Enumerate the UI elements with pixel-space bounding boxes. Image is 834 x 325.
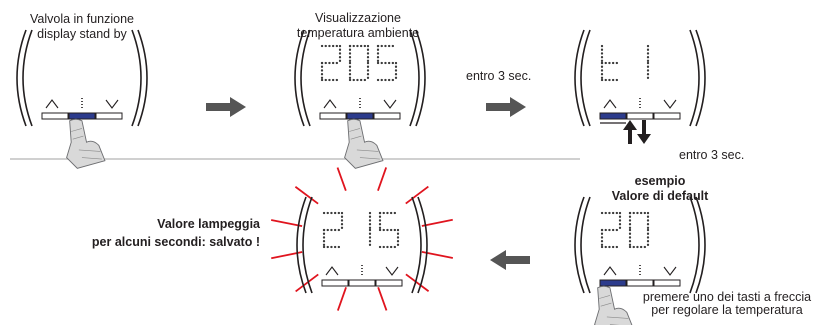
valve-unit-step2 — [294, 29, 426, 169]
caption-step1-line2: display stand by — [37, 27, 127, 41]
housing-left-2 — [580, 29, 591, 127]
up-key — [41, 112, 69, 120]
caption-step5-line1: Valore lampeggia — [157, 217, 260, 231]
arrow-up — [623, 120, 637, 144]
valve-unit-step4 — [574, 196, 706, 325]
menu-key — [626, 112, 654, 120]
housing-right-1 — [695, 29, 706, 127]
caption-step5: Valore lampeggia per alcuni secondi: sal… — [60, 215, 260, 251]
flash-ray-icon — [294, 186, 319, 205]
caption-step2-line1: Visualizzazione — [315, 11, 401, 25]
instruction-line2: per regolare la temperatura — [651, 303, 803, 317]
flash-ray-icon — [336, 167, 347, 192]
menu-key — [346, 112, 374, 120]
housing-right-2 — [411, 196, 422, 294]
housing-left-2 — [302, 196, 313, 294]
display-digit-2 — [348, 44, 370, 82]
flash-ray-icon — [336, 287, 347, 311]
display-digit-1 — [320, 44, 342, 82]
caption-step5-line2: per alcuni secondi: salvato ! — [91, 235, 260, 249]
arrow-label-step2-step3: entro 3 sec. — [466, 69, 532, 83]
housing-right-2 — [689, 29, 700, 127]
housing-left-1 — [574, 29, 585, 127]
down-key — [653, 279, 681, 287]
up-key — [599, 279, 627, 287]
housing-right-1 — [137, 29, 148, 127]
display-digit-1 — [322, 211, 344, 249]
finger-press-icon — [344, 118, 384, 169]
up-key — [599, 112, 627, 120]
segment-display — [600, 44, 650, 82]
flash-ray-icon — [377, 167, 388, 191]
flow-arrow-icon — [490, 250, 530, 270]
up-key — [319, 112, 347, 120]
flow-arrow-icon — [206, 97, 246, 117]
display-digit-3 — [378, 211, 400, 249]
housing-right-2 — [131, 29, 142, 127]
flow-arrow-icon — [486, 97, 526, 117]
arrow-label-step3-step4: entro 3 sec. — [679, 148, 745, 162]
housing-right-1 — [417, 196, 428, 294]
housing-right-1 — [415, 29, 426, 127]
segment-display — [600, 211, 650, 249]
housing-right-1 — [695, 196, 706, 294]
housing-left-1 — [294, 29, 305, 127]
menu-key — [348, 279, 376, 287]
up-arrow-key-icon — [603, 99, 617, 109]
down-arrow-key-icon — [663, 266, 677, 276]
finger-press-icon — [66, 118, 106, 169]
valve-unit-step1 — [16, 29, 148, 169]
housing-right-2 — [409, 29, 420, 127]
up-arrow-key-icon — [323, 99, 337, 109]
up-key — [321, 279, 349, 287]
caption-step4-line1: esempio — [634, 174, 686, 188]
housing-left-2 — [22, 29, 33, 127]
segment-display — [322, 211, 400, 249]
flash-ray-icon — [270, 219, 303, 228]
flash-ray-icon — [295, 273, 319, 293]
flash-ray-group — [270, 167, 454, 311]
caption-step2: Visualizzazione temperatura ambiente — [284, 11, 432, 41]
up-arrow-key-icon — [603, 266, 617, 276]
arrow-down — [637, 120, 651, 144]
housing-left-1 — [574, 196, 585, 294]
down-key — [373, 112, 401, 120]
housing-right-2 — [689, 196, 700, 294]
instruction-line1: premere uno dei tasti a freccia — [642, 290, 812, 304]
down-arrow-key-icon — [105, 99, 119, 109]
display-digit-2 — [628, 211, 650, 249]
down-key — [95, 112, 123, 120]
display-digit-1 — [600, 44, 622, 82]
housing-left-2 — [580, 196, 591, 294]
down-key — [653, 112, 681, 120]
segment-display — [320, 44, 398, 82]
up-arrow-key-icon — [45, 99, 59, 109]
double-arrow-icon — [623, 120, 651, 144]
down-key — [375, 279, 403, 287]
housing-left-2 — [300, 29, 311, 127]
down-arrow-key-icon — [385, 266, 399, 276]
caption-step4-line2: Valore di default — [611, 189, 709, 203]
flash-ray-icon — [377, 286, 388, 311]
menu-key — [626, 279, 654, 287]
flash-ray-icon — [405, 273, 430, 292]
display-digit-1 — [600, 211, 622, 249]
housing-left-1 — [296, 196, 307, 294]
caption-step1-line1: Valvola in funzione — [29, 12, 134, 26]
instruction-text: premere uno dei tasti a freccia per rego… — [624, 291, 830, 317]
caption-step2-line2: temperatura ambiente — [296, 26, 420, 40]
down-arrow-key-icon — [383, 99, 397, 109]
down-arrow-key-icon — [663, 99, 677, 109]
flash-ray-icon — [421, 218, 453, 227]
flash-ray-icon — [405, 185, 429, 205]
up-arrow-key-icon — [325, 266, 339, 276]
caption-step1: Valvola in funzione display stand by — [18, 12, 146, 42]
caption-step4: esempio Valore di default — [586, 174, 734, 204]
housing-left-1 — [16, 29, 27, 127]
display-digit-3 — [376, 44, 398, 82]
valve-unit-step5 — [270, 167, 454, 311]
valve-unit-step3 — [574, 29, 706, 127]
menu-key — [68, 112, 96, 120]
